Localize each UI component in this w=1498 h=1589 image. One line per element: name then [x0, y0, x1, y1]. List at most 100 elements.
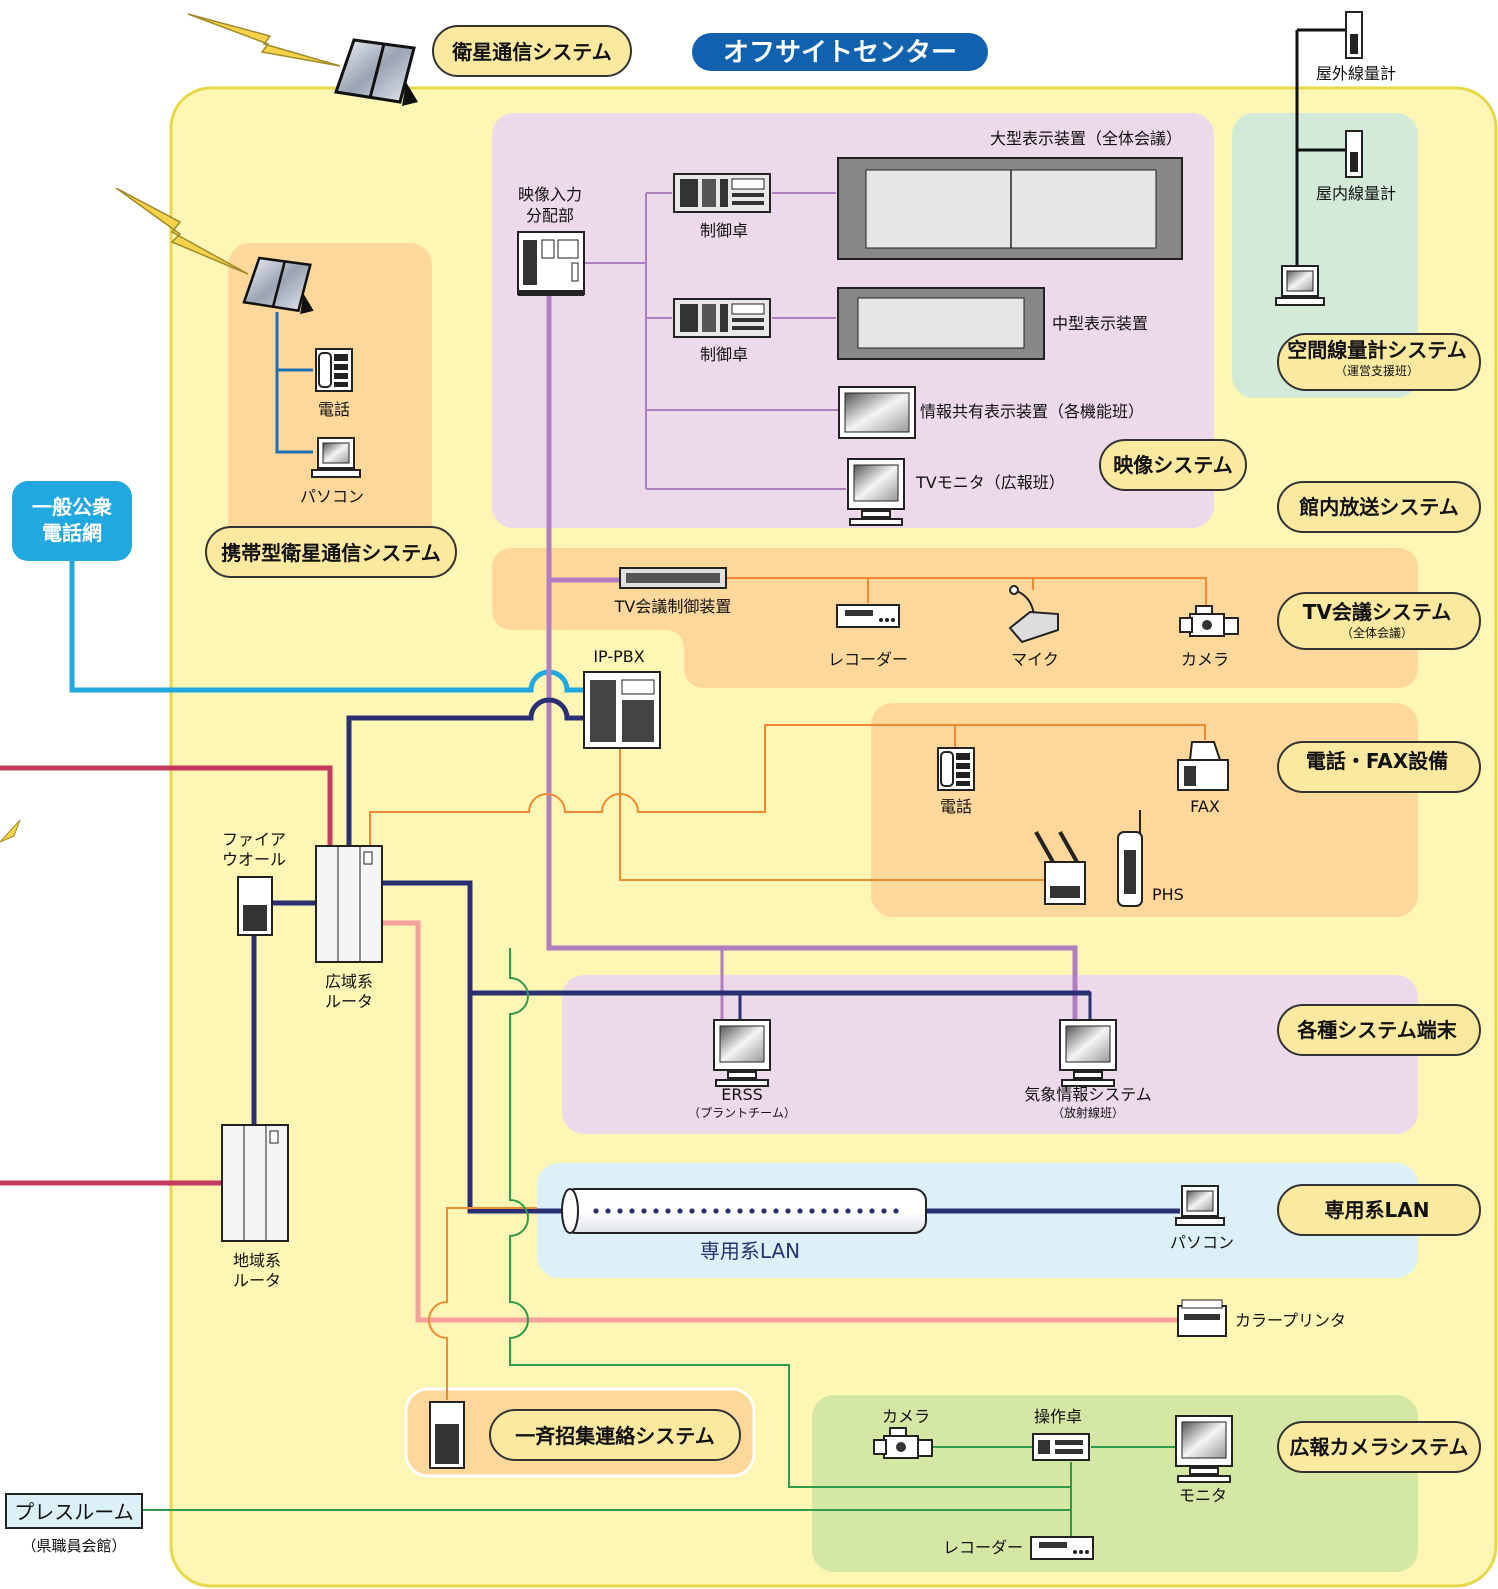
distributor-label-2: 分配部 — [526, 206, 574, 225]
lan-dot — [893, 1208, 899, 1214]
lan-dot — [641, 1208, 647, 1214]
portable-phone-icon — [315, 348, 353, 392]
satellite-signal-bolt — [187, 13, 341, 67]
lan-dot — [653, 1208, 659, 1214]
pr-recorder-label: レコーダー — [943, 1538, 1023, 1557]
phs-label: PHS — [1152, 885, 1184, 904]
lan-dot — [857, 1208, 863, 1214]
portable-pc-label: パソコン — [300, 487, 364, 506]
firewall-icon — [237, 876, 273, 936]
fax-label: FAX — [1190, 797, 1220, 816]
pr-camera-label: カメラ — [882, 1407, 930, 1426]
wan-router-label-2: ルータ — [325, 992, 373, 1011]
tv-conference-recorder-icon — [836, 604, 900, 628]
portable-satellite-label: 携帯型衛星通信システム — [221, 541, 440, 565]
office-phone-label: 電話 — [940, 797, 972, 816]
tv-camera-label: カメラ — [1181, 650, 1229, 669]
phs-antenna-icon — [1034, 831, 1086, 905]
lan-dot — [689, 1208, 695, 1214]
firewall-label-2: ウオール — [222, 850, 286, 869]
press-room-sub-label: （県職員会館） — [21, 1537, 126, 1555]
lan-dot — [881, 1208, 887, 1214]
distributor-label-1: 映像入力 — [518, 185, 582, 204]
console2-label: 制御卓 — [700, 345, 748, 364]
indoor-meter-label: 屋内線量計 — [1316, 184, 1396, 203]
portable-phone-label: 電話 — [318, 400, 350, 419]
lan-dot — [701, 1208, 707, 1214]
pr-camera-zone — [812, 1395, 1418, 1572]
ip-pbx-icon — [583, 671, 661, 749]
lan-dot — [605, 1208, 611, 1214]
erss-label: ERSS — [721, 1085, 763, 1104]
lan-dot — [833, 1208, 839, 1214]
press-room-label: プレスルーム — [14, 1500, 133, 1524]
regional-router-icon — [221, 1124, 289, 1242]
tv-conference-controller-icon — [619, 567, 727, 589]
phs-handset-icon — [1117, 810, 1143, 907]
microphone-icon — [1008, 585, 1059, 644]
indoor-meter-icon — [1345, 130, 1363, 178]
satellite-system-label: 衛星通信システム — [451, 40, 611, 64]
public-network-label-2: 電話網 — [42, 521, 102, 545]
lan-dot — [845, 1208, 851, 1214]
mid-display-label: 中型表示装置 — [1052, 314, 1148, 333]
firewall-label-1: ファイア — [222, 830, 286, 849]
color-printer-icon — [1177, 1299, 1227, 1337]
portable-satellite-zone — [228, 243, 432, 578]
external-link-mark — [0, 819, 21, 843]
radiation-zone — [1232, 113, 1418, 398]
ip-pbx-label: IP-PBX — [593, 647, 644, 666]
color-printer-label: カラープリンタ — [1235, 1311, 1346, 1330]
public-network-box — [12, 481, 132, 561]
pr-camera-system-label: 広報カメラシステム — [1290, 1435, 1469, 1459]
radiation-pc-icon — [1275, 265, 1325, 306]
video-system-label: 映像システム — [1113, 453, 1232, 477]
lan-dot — [773, 1208, 779, 1214]
mass-call-label: 一斉招集連絡システム — [515, 1424, 714, 1448]
lan-dot — [617, 1208, 623, 1214]
tv-conference-label: TV会議システム — [1303, 600, 1452, 624]
lan-dot — [761, 1208, 767, 1214]
pr-console-label: 操作卓 — [1034, 1407, 1082, 1426]
lan-dot — [749, 1208, 755, 1214]
lan-dot — [593, 1208, 599, 1214]
tv-controller-label: TV会議制御装置 — [614, 597, 732, 616]
video-distributor-icon — [517, 231, 585, 296]
mid-display-icon — [837, 287, 1045, 360]
weather-label: 気象情報システム — [1024, 1085, 1152, 1104]
tv-mic-label: マイク — [1011, 650, 1059, 669]
pr-recorder-icon — [1030, 1536, 1094, 1560]
lan-dot — [797, 1208, 803, 1214]
lan-dot — [725, 1208, 731, 1214]
private-lan-label: 専用系LAN — [1325, 1198, 1430, 1222]
regional-router-label-2: ルータ — [233, 1271, 281, 1290]
lan-dot — [713, 1208, 719, 1214]
info-share-display-icon — [838, 386, 916, 439]
lan-dot — [809, 1208, 815, 1214]
large-display-icon — [837, 157, 1183, 260]
press-room-box — [5, 1493, 143, 1529]
tv-monitor-label: TVモニタ（広報班） — [915, 473, 1065, 492]
outdoor-meter-icon — [1345, 11, 1363, 59]
lan-dots — [593, 1208, 899, 1214]
lan-dot — [629, 1208, 635, 1214]
radiation-system-sub-label: （運営支援班） — [1335, 364, 1419, 378]
pr-monitor-label: モニタ — [1179, 1486, 1227, 1505]
outdoor-meter-label: 屋外線量計 — [1316, 64, 1396, 83]
large-display-label: 大型表示装置（全体会議） — [990, 129, 1182, 148]
fax-icon — [1177, 741, 1229, 791]
tv-recorder-label: レコーダー — [828, 650, 908, 669]
lan-dot — [737, 1208, 743, 1214]
private-lan-bus-icon — [561, 1188, 927, 1234]
lan-dot — [821, 1208, 827, 1214]
tv-conference-sub-label: （全体会議） — [1341, 625, 1413, 640]
control-console-1-icon — [673, 173, 771, 213]
phone-fax-label: 電話・FAX設備 — [1306, 749, 1448, 773]
office-phone-icon — [937, 747, 975, 791]
wan-router-label-1: 広域系 — [325, 972, 373, 991]
lan-dot — [677, 1208, 683, 1214]
lan-dot — [869, 1208, 875, 1214]
mass-call-server-icon — [429, 1401, 465, 1469]
lan-dot — [785, 1208, 791, 1214]
